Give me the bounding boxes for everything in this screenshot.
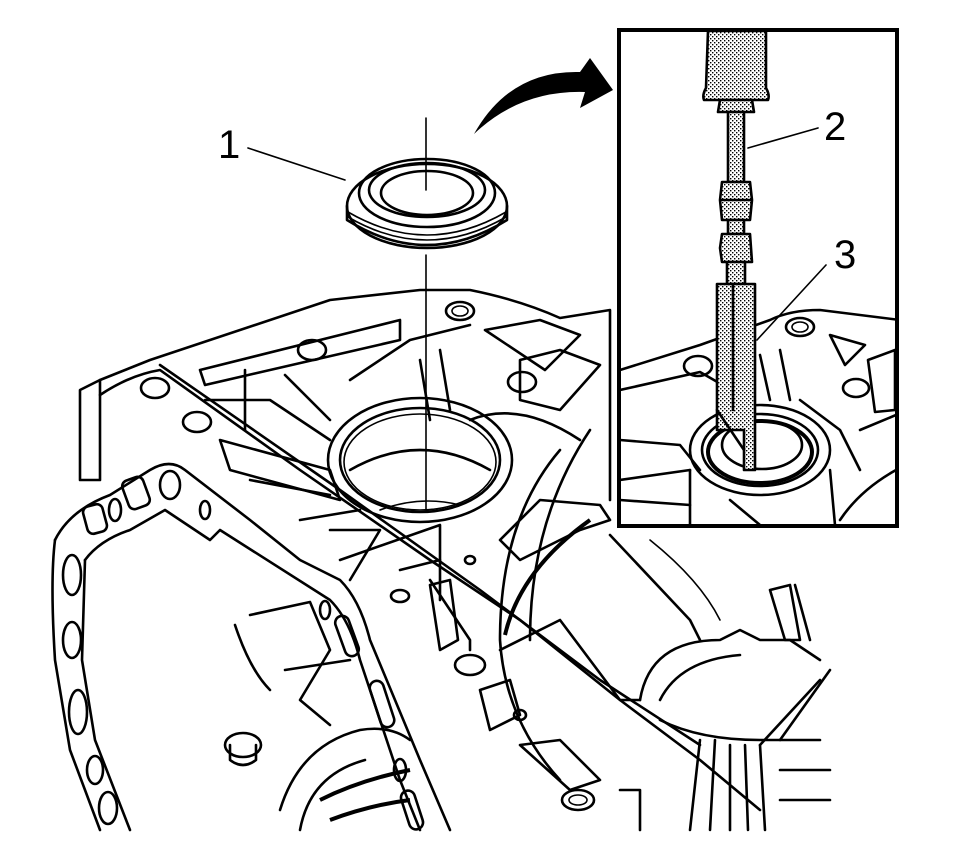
callout-1-label: 1 [218, 123, 240, 167]
curved-arrow-icon [474, 58, 613, 134]
callout-1: 1 [218, 123, 346, 181]
seal-installer-tool [702, 29, 770, 472]
inset-frame [617, 28, 899, 528]
callout-2: 2 [747, 105, 846, 149]
seal [345, 157, 509, 250]
callout-2-label: 2 [824, 105, 846, 149]
callout-3: 3 [756, 233, 856, 341]
transmission-case [51, 288, 832, 832]
callout-3-label: 3 [834, 233, 856, 277]
inset-detail [617, 28, 899, 528]
